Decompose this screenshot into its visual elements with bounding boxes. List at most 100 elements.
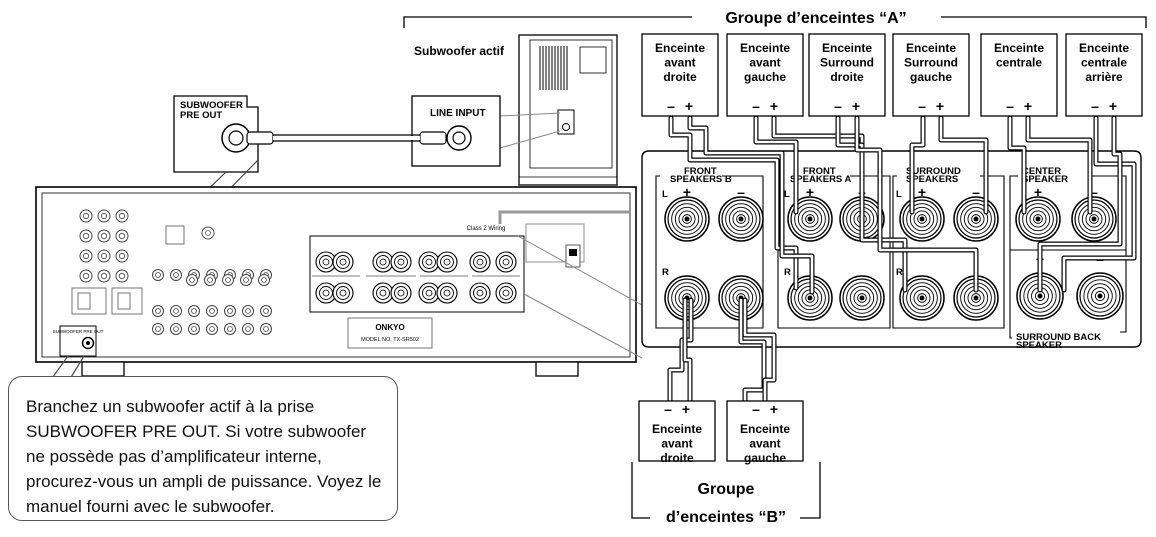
binding-post bbox=[899, 275, 945, 321]
group-b-title-2: d’enceintes “B” bbox=[666, 509, 786, 526]
minus-sign: – bbox=[918, 98, 926, 114]
plus-sign: + bbox=[806, 184, 814, 200]
speaker-b-2-label-2: avant bbox=[749, 437, 780, 451]
speaker-a-1-label-1: Enceinte bbox=[655, 41, 705, 55]
minus-sign: – bbox=[1006, 98, 1014, 114]
plus-sign: + bbox=[683, 184, 691, 200]
minus-sign: – bbox=[972, 184, 980, 200]
right-channel-label: R bbox=[896, 267, 903, 278]
speaker-a-5-label-2: centrale bbox=[996, 56, 1042, 70]
plus-sign: + bbox=[1034, 184, 1042, 200]
speaker-a-3-label-2: Surround bbox=[820, 56, 874, 70]
line-input-label: LINE INPUT bbox=[430, 108, 486, 119]
minus-sign: – bbox=[1091, 98, 1099, 114]
speaker-b-1-label-1: Enceinte bbox=[652, 422, 702, 436]
speaker-a-3-label-1: Enceinte bbox=[822, 41, 872, 55]
receiver-wiring-label: Class 2 Wiring bbox=[467, 226, 506, 232]
speaker-a-4-label-3: gauche bbox=[910, 70, 952, 84]
speaker-a-2-label-3: gauche bbox=[744, 70, 786, 84]
left-channel-label: L bbox=[662, 189, 668, 200]
minus-sign: – bbox=[664, 401, 672, 417]
speaker-wires bbox=[667, 115, 1137, 403]
group-b-title-1: Groupe bbox=[698, 481, 755, 498]
speaker-a-6-label-3: arrière bbox=[1085, 70, 1123, 84]
plus-sign: + bbox=[936, 98, 944, 114]
receiver-model: MODEL NO. TX-SR502 bbox=[361, 337, 419, 343]
center-label-1: CENTER bbox=[1022, 166, 1061, 177]
speaker-a-2-label-1: Enceinte bbox=[740, 41, 790, 55]
binding-post bbox=[1015, 196, 1061, 242]
binding-post bbox=[664, 275, 710, 321]
binding-post bbox=[1016, 272, 1064, 320]
speaker-a-4-label-1: Enceinte bbox=[906, 41, 956, 55]
minus-sign: – bbox=[1090, 184, 1098, 200]
plus-sign: + bbox=[918, 184, 926, 200]
speaker-a-4-label-2: Surround bbox=[904, 56, 958, 70]
binding-post bbox=[1076, 272, 1124, 320]
binding-post bbox=[664, 196, 710, 242]
speaker-a-5-label-1: Enceinte bbox=[994, 41, 1044, 55]
binding-post bbox=[1071, 196, 1117, 242]
receiver-rear-panel bbox=[35, 186, 637, 377]
binding-post bbox=[953, 196, 999, 242]
plus-sign: + bbox=[1109, 98, 1117, 114]
pre-out-label-1: SUBWOOFER bbox=[180, 100, 243, 111]
speaker-a-1-label-2: avant bbox=[664, 56, 695, 70]
minus-sign: – bbox=[752, 98, 760, 114]
group-a-speakers: Enceinteavantdroite–+Enceinteavantgauche… bbox=[641, 33, 1143, 117]
minus-sign: – bbox=[752, 401, 760, 417]
front-a-label-1: FRONT bbox=[803, 166, 836, 177]
rca-cable bbox=[273, 134, 420, 142]
right-channel-label: R bbox=[662, 267, 669, 278]
right-channel-label: R bbox=[784, 267, 791, 278]
pre-out-callout bbox=[173, 95, 274, 173]
speaker-b-2-label-1: Enceinte bbox=[740, 422, 790, 436]
minus-sign: – bbox=[667, 98, 675, 114]
subwoofer-label: Subwoofer actif bbox=[414, 44, 505, 58]
plus-sign: + bbox=[685, 98, 693, 114]
group-b-speakers: Enceinteavantdroite–+Enceinteavantgauche… bbox=[638, 400, 804, 465]
speaker-a-6-label-1: Enceinte bbox=[1079, 41, 1129, 55]
speaker-a-3-label-3: droite bbox=[830, 70, 864, 84]
binding-post bbox=[839, 275, 885, 321]
binding-post bbox=[899, 196, 945, 242]
front-a-label-2: SPEAKERS A bbox=[790, 174, 852, 185]
minus-sign: – bbox=[737, 184, 745, 200]
plus-sign: + bbox=[1024, 98, 1032, 114]
group-b-bracket bbox=[631, 462, 821, 519]
group-a-title: Groupe d’enceintes “A” bbox=[725, 10, 906, 27]
line-input-callout bbox=[411, 95, 501, 167]
speaker-b-1-label-2: avant bbox=[661, 437, 692, 451]
speaker-b-2-label-3: gauche bbox=[744, 451, 786, 465]
plus-sign: + bbox=[770, 98, 778, 114]
left-channel-label: L bbox=[896, 189, 902, 200]
receiver-sub-label: SUBWOOFER PRE OUT bbox=[53, 329, 104, 334]
binding-post bbox=[718, 196, 764, 242]
surround-back-label-1: SURROUND BACK bbox=[1016, 332, 1101, 343]
speaker-a-2-label-2: avant bbox=[749, 56, 780, 70]
plus-sign: + bbox=[770, 401, 778, 417]
subwoofer-instruction-note: Branchez un subwoofer actif à la prise S… bbox=[8, 376, 398, 521]
front-b-label-1: FRONT bbox=[684, 166, 717, 177]
center-label-2: SPEAKER bbox=[1022, 174, 1068, 185]
plus-sign: + bbox=[682, 401, 690, 417]
minus-sign: – bbox=[834, 98, 842, 114]
front-b-label-2: SPEAKERS B bbox=[670, 174, 732, 185]
group-a-bracket bbox=[403, 16, 1147, 28]
speaker-b-1-label-3: droite bbox=[660, 451, 694, 465]
left-channel-label: L bbox=[784, 189, 790, 200]
surround-label-1: SURROUND bbox=[906, 166, 961, 177]
plus-sign: + bbox=[852, 98, 860, 114]
subwoofer-unit bbox=[518, 34, 618, 186]
speaker-a-1-label-3: droite bbox=[663, 70, 697, 84]
binding-post bbox=[787, 196, 833, 242]
